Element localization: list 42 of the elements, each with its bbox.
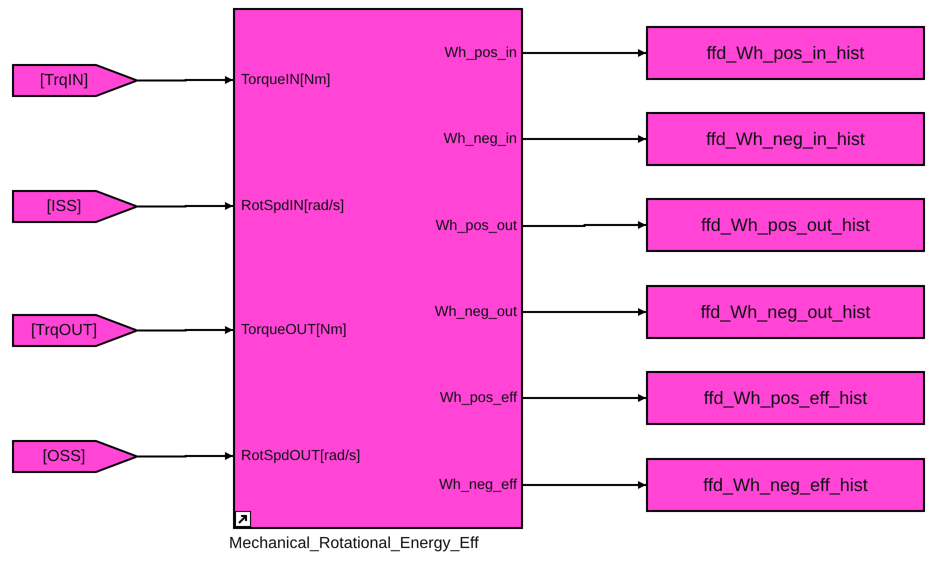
output-block xyxy=(646,285,925,339)
output-port-label: Wh_neg_eff xyxy=(439,476,517,494)
signal-arrow xyxy=(523,135,646,143)
signal-arrow xyxy=(138,326,233,334)
block-caption: Mechanical_Rotational_Energy_Eff xyxy=(229,535,479,553)
output-block xyxy=(646,26,925,80)
output-port-label: Wh_pos_in xyxy=(444,44,517,62)
output-block xyxy=(646,112,925,166)
goto-tag xyxy=(12,314,138,347)
tag-label: [TrqIN] xyxy=(40,72,88,90)
tag-label: [TrqOUT] xyxy=(30,322,98,340)
output-port-label: Wh_pos_out xyxy=(436,217,517,235)
goto-tag xyxy=(12,190,138,223)
output-block xyxy=(646,458,925,512)
signal-arrow xyxy=(523,49,646,57)
block-label: ffd_Wh_pos_out_hist xyxy=(701,214,870,236)
signal-arrow xyxy=(523,221,646,229)
output-block xyxy=(646,198,925,252)
block-label: ffd_Wh_neg_out_hist xyxy=(700,302,870,322)
signal-arrow xyxy=(138,76,233,84)
input-port-label: TorqueOUT[Nm] xyxy=(241,321,347,339)
signal-arrow xyxy=(138,452,233,460)
output-block xyxy=(646,371,925,425)
output-port-label: Wh_pos_eff xyxy=(440,389,517,407)
output-port-label: Wh_neg_out xyxy=(434,303,517,321)
output-port-label: Wh_neg_in xyxy=(444,130,517,148)
block-label: ffd_Wh_pos_in_hist xyxy=(706,42,864,64)
block-label: ffd_Wh_neg_eff_hist xyxy=(703,474,868,496)
signal-arrow xyxy=(523,308,646,316)
input-port-label: RotSpdOUT[rad/s] xyxy=(241,447,360,465)
tag-label: [OSS] xyxy=(42,448,86,466)
goto-tag xyxy=(12,64,138,97)
signal-arrow xyxy=(523,394,646,402)
block-label: ffd_Wh_neg_in_hist xyxy=(706,128,865,150)
input-port-label: TorqueIN[Nm] xyxy=(241,71,330,89)
goto-tag xyxy=(12,440,138,473)
signal-arrow xyxy=(523,481,646,489)
signal-arrow xyxy=(138,202,233,210)
input-port-label: RotSpdIN[rad/s] xyxy=(241,197,344,215)
tag-label: [ISS] xyxy=(46,198,82,216)
subsystem-block xyxy=(233,8,523,529)
block-label: ffd_Wh_pos_eff_hist xyxy=(704,388,868,408)
